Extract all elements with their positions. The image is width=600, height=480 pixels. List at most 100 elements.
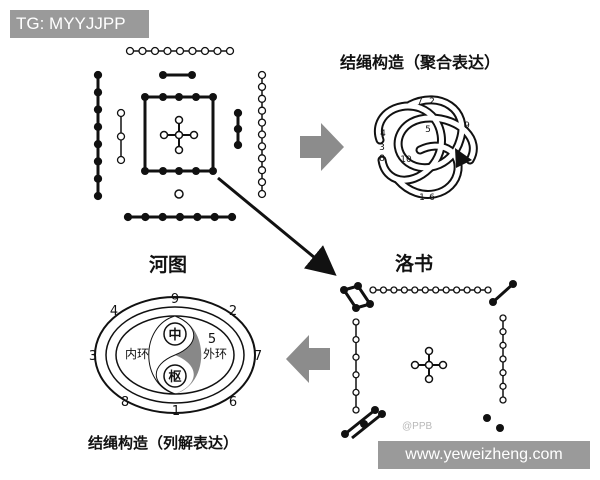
white-dot	[257, 189, 267, 199]
white-dot	[352, 388, 360, 397]
hetu-bottom-black-chain	[123, 212, 237, 222]
knot-number: 9	[464, 121, 470, 131]
black-dot	[193, 212, 202, 222]
knot-number: 2	[429, 97, 435, 107]
luoshu-top-white-chain	[369, 286, 492, 294]
knot-caption: 结绳构造（聚合表达）	[339, 53, 500, 72]
black-dot	[93, 139, 103, 149]
hetu-left-black-chain	[93, 70, 103, 201]
luoshu-black-pair-bottomleft	[341, 406, 386, 440]
white-dot	[200, 46, 210, 56]
white-dot	[442, 286, 450, 294]
white-dot	[499, 328, 507, 336]
white-dot	[400, 286, 409, 294]
black-arrow-diagonal	[217, 176, 337, 276]
white-dot	[411, 286, 419, 294]
faint-watermark: @PPB	[402, 421, 432, 432]
white-dot	[116, 155, 126, 165]
white-dot	[257, 177, 267, 187]
black-dot	[93, 157, 103, 166]
white-dot	[463, 286, 471, 294]
taiji-number: 4	[110, 304, 118, 319]
black-dot	[158, 212, 167, 222]
white-dot	[257, 94, 267, 103]
black-dot	[141, 212, 150, 222]
luoshu-diagram: 洛书	[340, 252, 517, 440]
white-dot	[125, 46, 135, 56]
taiji-number: 5	[208, 332, 216, 347]
white-dot	[225, 46, 235, 56]
white-dot	[213, 46, 222, 56]
black-dot	[93, 70, 103, 80]
luoshu-right-white-chain	[499, 314, 507, 404]
taiji-number: 3	[89, 349, 97, 364]
luoshu-caption: 洛书	[395, 252, 433, 275]
taiji-number: 7	[254, 349, 262, 364]
black-dot	[192, 167, 200, 175]
white-dot	[499, 314, 507, 322]
white-dot	[257, 154, 267, 163]
knot-number: 4	[380, 129, 386, 139]
white-dot	[499, 396, 507, 404]
white-dot	[257, 82, 267, 92]
white-dot	[257, 142, 267, 151]
hetu-center-cross	[159, 115, 199, 155]
taiji-caption-cut: 结绳构造（列解表达）	[88, 434, 238, 452]
hetu-bottom-single-dot	[174, 189, 184, 199]
black-dot	[210, 212, 219, 222]
white-dot	[473, 286, 482, 294]
luoshu-black-pair-topleft	[340, 282, 374, 312]
taiji-number: 9	[171, 292, 179, 307]
taiji-diagram: 中 枢 内环 外环 4 9 2 3 5 7 8 1 6 结绳构造（列解表达）	[88, 292, 262, 452]
white-dot	[257, 118, 267, 127]
white-dot	[499, 382, 507, 390]
knot-number: 5	[425, 125, 431, 135]
hetu-center-square	[141, 93, 217, 175]
black-dot	[93, 191, 103, 201]
white-dot	[432, 286, 440, 294]
black-dot	[209, 167, 217, 175]
hetu-left-white-chain	[116, 108, 126, 165]
hetu-right-white-chain	[257, 70, 267, 199]
black-dot	[175, 212, 185, 222]
knot-number: 6	[429, 193, 435, 203]
knot-number: 8	[379, 154, 385, 164]
white-dot	[150, 46, 160, 56]
taiji-number: 6	[229, 395, 237, 410]
taiji-number: 8	[121, 395, 129, 410]
hetu-diagram: 河图	[93, 46, 267, 276]
white-dot	[369, 286, 377, 294]
white-dot	[379, 286, 388, 294]
white-dot	[352, 318, 360, 326]
knot-number: 10	[400, 155, 412, 165]
white-dot	[452, 286, 461, 294]
luoshu-center-cross	[410, 346, 448, 384]
white-dot	[352, 353, 360, 361]
white-dot	[257, 130, 267, 139]
taiji-number: 1	[172, 404, 180, 419]
black-dot	[141, 93, 149, 101]
black-dot	[227, 212, 237, 222]
white-dot	[499, 355, 507, 363]
white-dot	[499, 369, 507, 377]
luoshu-black-pair-bottomright	[483, 414, 504, 432]
black-dot	[93, 174, 103, 183]
taiji-center-top: 中	[168, 327, 181, 343]
black-dot	[209, 93, 217, 101]
white-dot	[390, 286, 398, 294]
black-dot	[93, 122, 103, 132]
white-dot	[175, 46, 185, 56]
white-dot	[257, 70, 267, 80]
white-dot	[116, 108, 126, 118]
white-dot	[352, 371, 360, 379]
black-dot	[175, 93, 183, 101]
gray-arrow-left	[286, 335, 330, 383]
black-dot	[93, 88, 103, 97]
black-dot	[93, 105, 103, 114]
knot-diagram: 结绳构造（聚合表达） 7 2 4 9 5 3 8 10 1 6	[339, 53, 500, 203]
luoshu-black-pair-topright	[489, 280, 517, 306]
hetu-top-white-chain	[125, 46, 235, 56]
taiji-outer-label: 外环	[203, 347, 227, 361]
black-dot	[233, 124, 243, 134]
